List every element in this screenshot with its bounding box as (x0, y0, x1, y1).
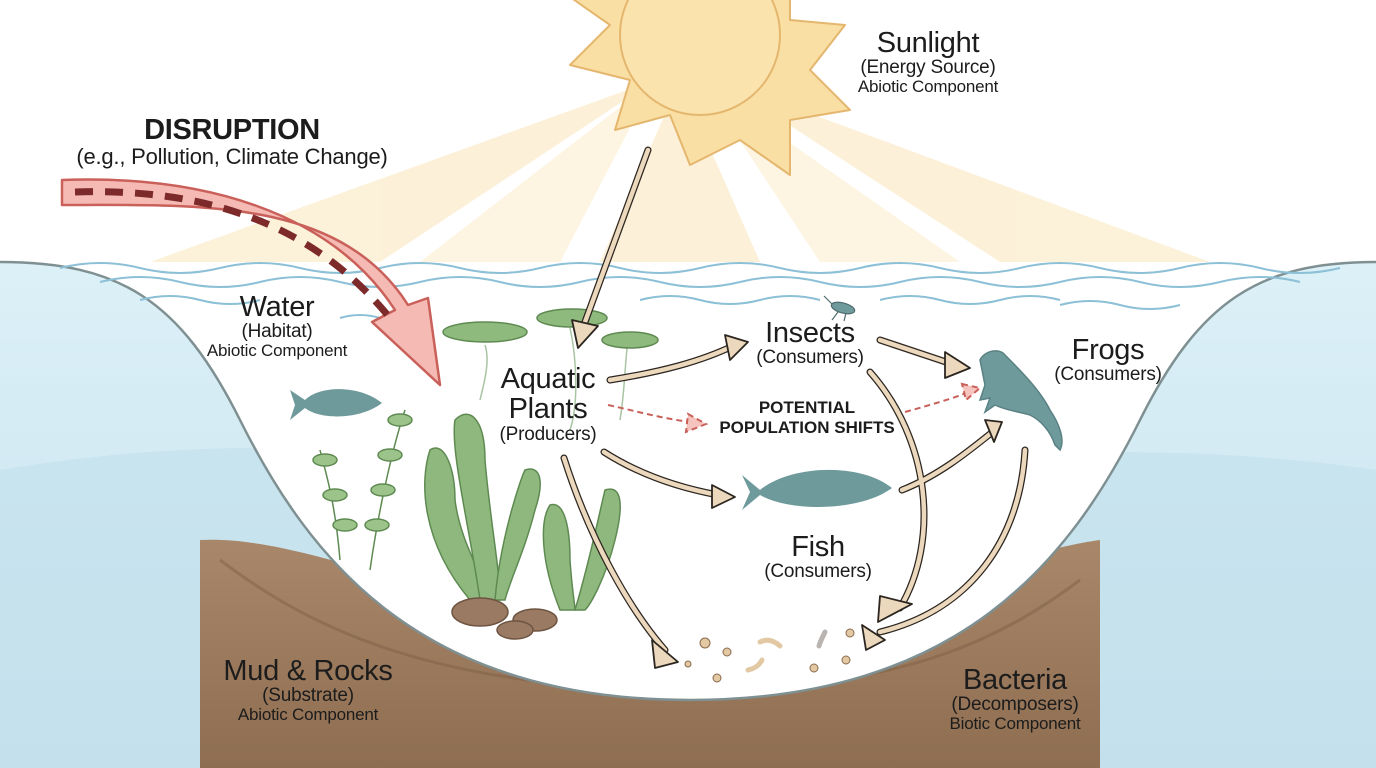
label-water: Water (Habitat) Abiotic Component (207, 292, 347, 360)
sunlight-role: (Energy Source) (860, 57, 996, 79)
label-disruption: DISRUPTION (e.g., Pollution, Climate Cha… (76, 114, 388, 170)
fish-role: (Consumers) (764, 561, 872, 583)
label-bacteria: Bacteria (Decomposers) Biotic Component (950, 665, 1081, 733)
insects-role: (Consumers) (756, 347, 864, 369)
bacteria-category: Biotic Component (949, 714, 1081, 734)
mud-rocks-title: Mud & Rocks (223, 655, 393, 687)
insects-title: Insects (765, 317, 855, 349)
label-frogs: Frogs (Consumers) (1054, 335, 1162, 385)
water-role: (Habitat) (241, 321, 313, 343)
energy-flow-arrows (560, 146, 1029, 654)
plant-ribbon (424, 413, 621, 611)
bacteria-specks (684, 628, 855, 683)
disruption-examples: (e.g., Pollution, Climate Change) (76, 144, 388, 170)
sun-icon (569, 0, 851, 176)
label-aquatic-plants: Aquatic Plants (Producers) (499, 364, 596, 445)
sunlight-title: Sunlight (876, 27, 980, 59)
plant-bushy (312, 409, 413, 571)
bacteria-role: (Decomposers) (951, 694, 1079, 716)
aquatic-plants-title-line2: Plants (508, 393, 588, 426)
fish-icon (742, 469, 892, 510)
population-shifts-line2: POPULATION SHIFTS (719, 417, 895, 437)
fish-small-icon (290, 389, 382, 420)
mud-rocks-role: (Substrate) (262, 685, 354, 707)
water-title: Water (239, 291, 315, 323)
disruption-arrow (60, 178, 442, 387)
water-category: Abiotic Component (206, 341, 348, 361)
arrowheads (571, 319, 1003, 669)
bacteria-title: Bacteria (962, 664, 1067, 696)
label-mud-rocks: Mud & Rocks (Substrate) Abiotic Componen… (223, 656, 392, 724)
sunlight-category: Abiotic Component (857, 77, 999, 97)
rocks (451, 597, 558, 640)
mud-substrate (200, 539, 1100, 768)
aquatic-plants-title-line1: Aquatic (500, 363, 596, 395)
disruption-title: DISRUPTION (144, 114, 320, 146)
fish-title: Fish (791, 531, 845, 563)
label-sunlight: Sunlight (Energy Source) Abiotic Compone… (858, 28, 998, 96)
frog-icon (978, 350, 1063, 452)
population-shift-arrows (607, 382, 983, 434)
mud-rocks-category: Abiotic Component (237, 705, 379, 725)
label-population-shifts: POTENTIAL POPULATION SHIFTS (719, 398, 894, 437)
label-fish: Fish (Consumers) (764, 532, 872, 582)
lily-pads (442, 308, 659, 431)
label-insects: Insects (Consumers) (756, 318, 864, 368)
insect-icon (823, 295, 856, 322)
population-shifts-line1: POTENTIAL (758, 398, 856, 417)
aquatic-plants-role: (Producers) (499, 423, 597, 445)
basin-outline (0, 260, 1376, 702)
frogs-role: (Consumers) (1054, 364, 1162, 386)
frogs-title: Frogs (1071, 334, 1145, 366)
